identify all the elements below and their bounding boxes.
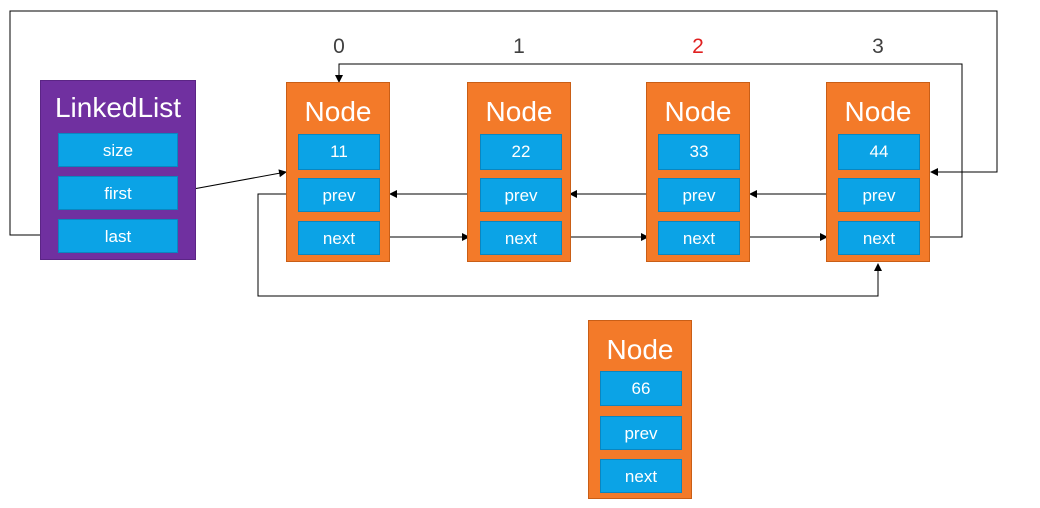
index-label-0: 0 (333, 35, 345, 58)
node-title: Node (606, 334, 674, 365)
node-next-field: next (600, 459, 682, 493)
new-node: Node 66 prev next (588, 320, 692, 499)
last-pointer-arrow (9, 10, 998, 236)
node-next-field: next (298, 221, 380, 255)
node-title: Node (304, 96, 372, 127)
node-title: Node (485, 96, 553, 127)
node-value-field: 66 (600, 371, 682, 406)
node-prev-field: prev (600, 416, 682, 450)
node-prev-field: prev (298, 178, 380, 212)
node3-next-to-node0-arrow (335, 63, 963, 238)
linked-list-box: LinkedList size first last (40, 80, 196, 260)
first-field: first (58, 176, 178, 210)
node-title: Node (664, 96, 732, 127)
node-3: Node 44 prev next (826, 82, 930, 262)
node-next-field: next (658, 221, 740, 255)
node-value-field: 44 (838, 134, 920, 170)
node0-prev-to-node3-arrow (257, 193, 882, 297)
node-title: Node (844, 96, 912, 127)
index-label-2: 2 (692, 35, 704, 58)
node-prev-field: prev (838, 178, 920, 212)
node-value-field: 33 (658, 134, 740, 170)
node-2: Node 33 prev next (646, 82, 750, 262)
node-value-field: 11 (298, 134, 380, 170)
index-label-1: 1 (513, 35, 525, 58)
size-field: size (58, 133, 178, 167)
node-next-field: next (838, 221, 920, 255)
node-1: Node 22 prev next (467, 82, 571, 262)
node-prev-field: prev (658, 178, 740, 212)
node-0: Node 11 prev next (286, 82, 390, 262)
linked-list-title: LinkedList (54, 92, 182, 123)
last-field: last (58, 219, 178, 253)
node-value-field: 22 (480, 134, 562, 170)
node-next-field: next (480, 221, 562, 255)
index-label-3: 3 (872, 35, 884, 58)
node-prev-field: prev (480, 178, 562, 212)
